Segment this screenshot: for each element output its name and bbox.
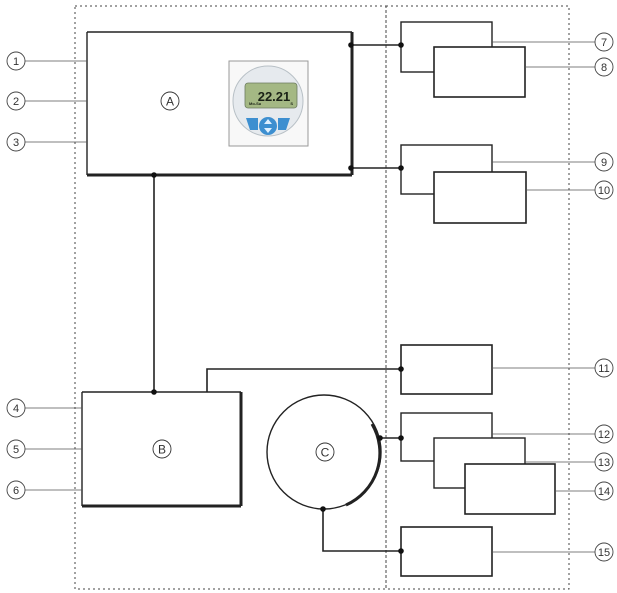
box-15: [400, 526, 493, 577]
junction-dots: [151, 42, 404, 554]
svg-text:14: 14: [598, 486, 610, 498]
wire-c-15: [322, 509, 401, 552]
wire-b-11: [206, 368, 401, 392]
callout-14: 14: [594, 481, 614, 501]
block-a: A: [86, 31, 354, 177]
callout-11: 11: [594, 358, 614, 378]
callout-1: 1: [6, 51, 26, 71]
callout-12: 12: [594, 424, 614, 444]
callout-7: 7: [594, 32, 614, 52]
callout-3: 3: [6, 132, 26, 152]
box-10: [433, 171, 527, 224]
callout-4: 4: [6, 398, 26, 418]
block-a-letter-circle: [160, 91, 180, 111]
lcd-right-label: S: [290, 101, 293, 106]
thermostat-display-icon: 22.21 Mo-Su S: [228, 60, 309, 147]
block-c-letter-circle: [315, 442, 335, 462]
box-11: [400, 344, 493, 395]
callout-5: 5: [6, 439, 26, 459]
svg-text:7: 7: [601, 37, 607, 49]
callout-leaders: [25, 41, 595, 553]
svg-text:5: 5: [13, 444, 19, 456]
block-b: B: [81, 391, 243, 508]
svg-text:2: 2: [13, 96, 19, 108]
svg-text:3: 3: [13, 137, 19, 149]
callout-13: 13: [594, 452, 614, 472]
box-8: [433, 46, 526, 98]
svg-text:15: 15: [598, 547, 610, 559]
lcd-screen: [244, 82, 298, 109]
svg-text:11: 11: [598, 363, 609, 375]
svg-text:4: 4: [13, 403, 19, 415]
lcd-time: 22.21: [258, 89, 291, 104]
svg-text:9: 9: [601, 157, 607, 169]
callout-2: 2: [6, 91, 26, 111]
zone-main: [74, 5, 387, 590]
svg-text:8: 8: [601, 62, 607, 74]
lcd-left-label: Mo-Su: [249, 101, 262, 106]
svg-text:12: 12: [598, 429, 610, 441]
lcd-center-button: [259, 117, 277, 135]
svg-text:10: 10: [598, 185, 610, 197]
svg-text:6: 6: [13, 485, 19, 497]
callout-8: 8: [594, 57, 614, 77]
output-boxes: [400, 21, 556, 577]
lcd-right-button: [278, 118, 290, 130]
lcd-left-button: [246, 118, 258, 130]
block-a-letter: A: [166, 95, 174, 109]
block-c: C: [266, 394, 382, 510]
block-b-letter: B: [158, 443, 166, 457]
callout-9: 9: [594, 152, 614, 172]
callout-15: 15: [594, 542, 614, 562]
callout-10: 10: [594, 180, 614, 200]
box-14: [464, 463, 556, 515]
zone-right: [385, 5, 570, 590]
block-c-letter: C: [321, 446, 330, 460]
svg-text:1: 1: [13, 56, 19, 68]
zone-outlines: [74, 5, 570, 590]
connection-wires: [153, 44, 401, 552]
block-b-letter-circle: [152, 439, 172, 459]
callout-6: 6: [6, 480, 26, 500]
svg-text:13: 13: [598, 457, 610, 469]
